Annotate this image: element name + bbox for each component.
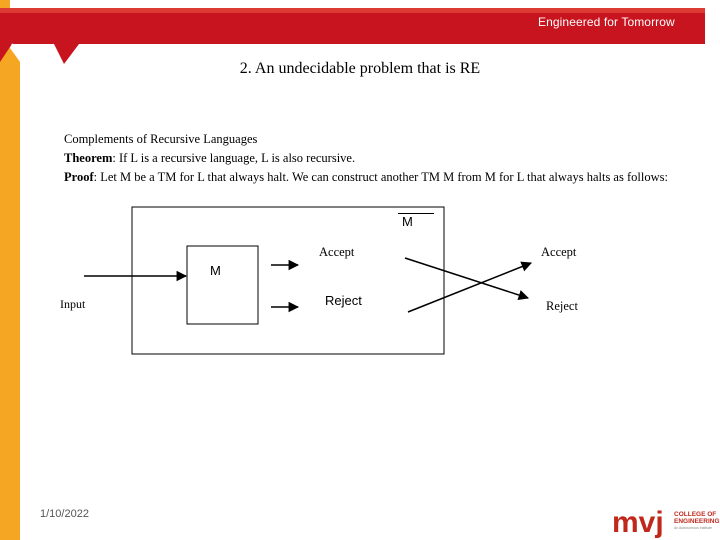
header-top-accent — [0, 8, 705, 13]
outer-machine-overline — [398, 213, 434, 214]
outer-accept-label: Accept — [541, 245, 577, 259]
mvj-logo-icon: mvj — [612, 506, 664, 538]
outer-reject-label: Reject — [546, 299, 578, 313]
logo-text-line2: ENGINEERING — [674, 518, 720, 525]
logo-text-line1: COLLEGE OF — [674, 511, 717, 518]
cross-arrow-to-accept — [407, 261, 532, 313]
orange-side-strip — [0, 0, 20, 540]
theorem-text: : If L is a recursive language, L is als… — [112, 151, 356, 165]
proof-text: : Let M be a TM for L that always halt. … — [93, 170, 668, 184]
inner-machine-label: M — [210, 263, 221, 278]
slide-title: 2. An undecidable problem that is RE — [239, 60, 481, 77]
proof-label: Proof — [64, 170, 94, 184]
inner-accept-label: Accept — [319, 245, 355, 259]
logo-subtext: An Autonomous Institute — [674, 526, 712, 530]
subtitle: Complements of Recursive Languages — [64, 132, 258, 146]
inner-reject-label: Reject — [325, 293, 362, 308]
outer-machine-box — [131, 206, 445, 355]
cross-arrow-to-reject — [404, 257, 529, 301]
logo-text: COLLEGE OF ENGINEERING — [674, 511, 720, 525]
logo-mark: mvj — [612, 506, 664, 538]
red-header-band — [0, 8, 705, 64]
inner-machine-box — [186, 245, 259, 325]
theorem-paragraph: Theorem: If L is a recursive language, L… — [64, 149, 674, 168]
theorem-label: Theorem — [64, 151, 113, 165]
proof-paragraph: Proof: Let M be a TM for L that always h… — [64, 168, 674, 187]
outer-machine-label: M — [402, 214, 413, 229]
header-tagline: Engineered for Tomorrow — [538, 15, 675, 29]
slide-body: Complements of Recursive Languages Theor… — [64, 130, 674, 187]
input-label: Input — [60, 297, 86, 311]
slide-date: 1/10/2022 — [40, 508, 89, 520]
